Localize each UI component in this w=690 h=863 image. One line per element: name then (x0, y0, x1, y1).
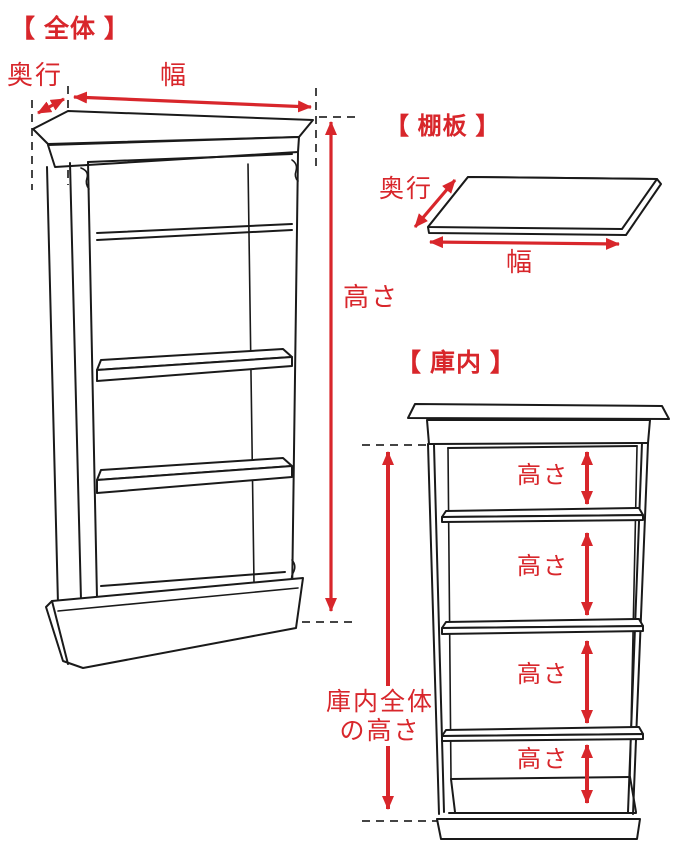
interior-section-title: 【 庫内 】 (396, 349, 516, 377)
shelf-board-section-title: 【 棚板 】 (385, 113, 501, 140)
interior-dashed-guides (362, 444, 440, 822)
interior-shelf4-height-label: 高さ (517, 746, 569, 773)
overall-section-title: 【 全体 】 (10, 15, 130, 43)
interior-shelf3-height-label: 高さ (517, 661, 569, 688)
interior-total-height-label-line1: 庫内全体 (325, 688, 434, 716)
shelf-board-width-label: 幅 (506, 247, 535, 277)
shelf-board-lines (427, 176, 662, 236)
overall-height-label: 高さ (343, 282, 400, 312)
interior-shelf2-height-label: 高さ (517, 553, 569, 580)
interior-shelf1-height-label: 高さ (517, 462, 569, 489)
interior-cabinet-lines (407, 403, 670, 840)
overall-cabinet-lines (32, 110, 314, 669)
shelf-board-drawing (413, 176, 662, 250)
shelf-board-width-arrow (429, 236, 620, 250)
overall-width-label: 幅 (160, 60, 189, 90)
interior-bookcase-drawing (362, 403, 670, 840)
shelf-board-depth-label: 奥行 (379, 175, 434, 203)
shelf-board-depth-arrow (413, 178, 457, 229)
interior-total-height-label-line2: の高さ (339, 717, 421, 745)
interior-total-height-label: 庫内全体 の高さ (314, 690, 446, 744)
overall-bookcase-drawing (31, 86, 360, 669)
overall-width-arrow (73, 91, 312, 113)
overall-depth-label: 奥行 (7, 60, 64, 90)
overall-depth-arrow (37, 97, 65, 115)
